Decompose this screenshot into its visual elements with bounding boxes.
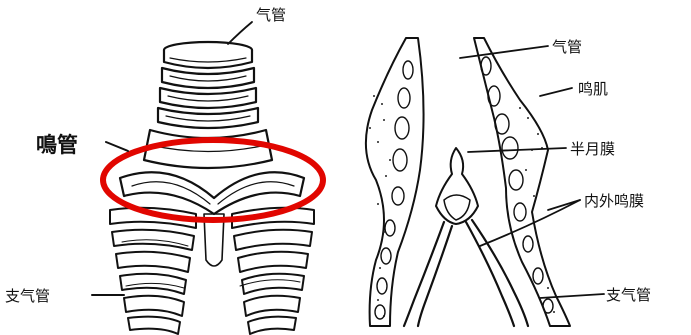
left-external-view: 气管 鳴管 支气管 bbox=[5, 6, 323, 334]
trachea-rings bbox=[158, 42, 258, 128]
right-section-view: 气管 鸣肌 半月膜 内外鸣膜 支气管 bbox=[366, 38, 651, 326]
leader-left-syrinx bbox=[106, 142, 128, 151]
section-branch-right-inner bbox=[472, 220, 528, 326]
leader-left-trachea bbox=[228, 22, 252, 44]
section-right-wall bbox=[474, 38, 570, 326]
section-left-wall bbox=[366, 38, 424, 326]
section-left-cartilage bbox=[375, 61, 413, 319]
pessulus-lumen bbox=[444, 195, 470, 220]
leader-right-membranes-2 bbox=[480, 200, 580, 246]
leader-right-trachea bbox=[460, 46, 548, 58]
label-right-bronchus: 支气管 bbox=[606, 286, 651, 304]
section-branch-left bbox=[404, 222, 444, 326]
leader-right-bronchus bbox=[540, 294, 604, 298]
label-right-trachea: 气管 bbox=[552, 38, 582, 56]
label-tympaniform-membranes: 内外鸣膜 bbox=[584, 192, 644, 210]
right-bronchus bbox=[232, 208, 314, 334]
label-left-trachea: 气管 bbox=[256, 6, 286, 24]
label-syringeal-muscle: 鸣肌 bbox=[578, 80, 608, 98]
semilunar-membrane bbox=[436, 148, 478, 224]
label-left-bronchus: 支气管 bbox=[5, 287, 50, 305]
left-bronchus bbox=[110, 208, 196, 334]
label-syrinx: 鳴管 bbox=[36, 133, 78, 157]
section-branch-right bbox=[466, 222, 514, 326]
leader-right-syringeal-muscle bbox=[540, 88, 572, 96]
label-semilunar-membrane: 半月膜 bbox=[570, 140, 615, 158]
